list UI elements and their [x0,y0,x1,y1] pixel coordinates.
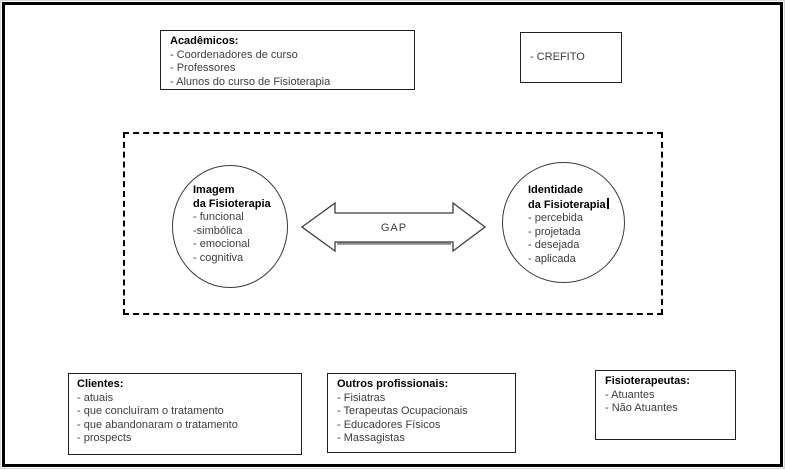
imagem-title-line1: Imagem [193,184,235,196]
identidade-title-line1: Identidade [528,184,584,196]
academicos-title: Acadêmicos: [170,35,239,47]
outros-item: - Massagistas [337,432,405,444]
imagem-item: - funcional [193,211,244,223]
identidade-item: - aplicada [528,252,576,265]
box-clientes: Clientes: - atuais - que concluíram o tr… [68,373,302,455]
academicos-item: - Coordenadores de curso [170,48,298,61]
clientes-item: - atuais [77,391,114,404]
box-outros-profissionais: Outros profissionais: - Fisiatras - Tera… [327,373,516,453]
imagem-title-line2: da Fisioterapia [193,197,271,210]
identidade-item: - projetada [528,225,581,238]
imagem-item: -simbólica [193,224,243,237]
text-cursor [606,197,609,209]
academicos-item: - Professores [170,62,236,74]
fisioterapeutas-item: - Atuantes [605,388,655,401]
gap-label: GAP [381,222,407,234]
gap-model-region [123,132,663,315]
identidade-title-text: da Fisioterapia [528,198,606,211]
box-crefito: - CREFITO [520,32,622,83]
identidade-item: - desejada [528,239,580,251]
crefito-label: - CREFITO [530,50,585,63]
clientes-item: - prospects [77,432,132,444]
fisioterapeutas-item: - Não Atuantes [605,402,678,414]
box-academicos: Acadêmicos: - Coordenadores de curso - P… [160,30,415,90]
imagem-circle: Imagem da Fisioterapia - funcional -simb… [172,165,288,288]
identidade-title-line2: da Fisioterapia [528,197,624,213]
clientes-title: Clientes: [77,378,124,390]
outros-title: Outros profissionais: [337,378,449,390]
outros-item: - Educadores Físicos [337,418,441,431]
gap-arrow: GAP [301,201,487,255]
identidade-item: - percebida [528,212,584,224]
gap-arrow-shape [301,201,487,253]
box-fisioterapeutas: Fisioterapeutas: - Atuantes - Não Atuant… [595,370,736,440]
imagem-item: - emocional [193,238,250,250]
identidade-circle: Identidade da Fisioterapia - percebida -… [502,162,625,283]
clientes-item: - que abandonaram o tratamento [77,418,238,431]
outros-item: - Terapeutas Ocupacionais [337,405,468,417]
imagem-item: - cognitiva [193,251,244,264]
academicos-item: - Alunos do curso de Fisioterapia [170,75,331,88]
clientes-item: - que concluíram o tratamento [77,405,224,417]
outros-item: - Fisiatras [337,391,386,404]
fisioterapeutas-title: Fisioterapeutas: [605,375,690,387]
